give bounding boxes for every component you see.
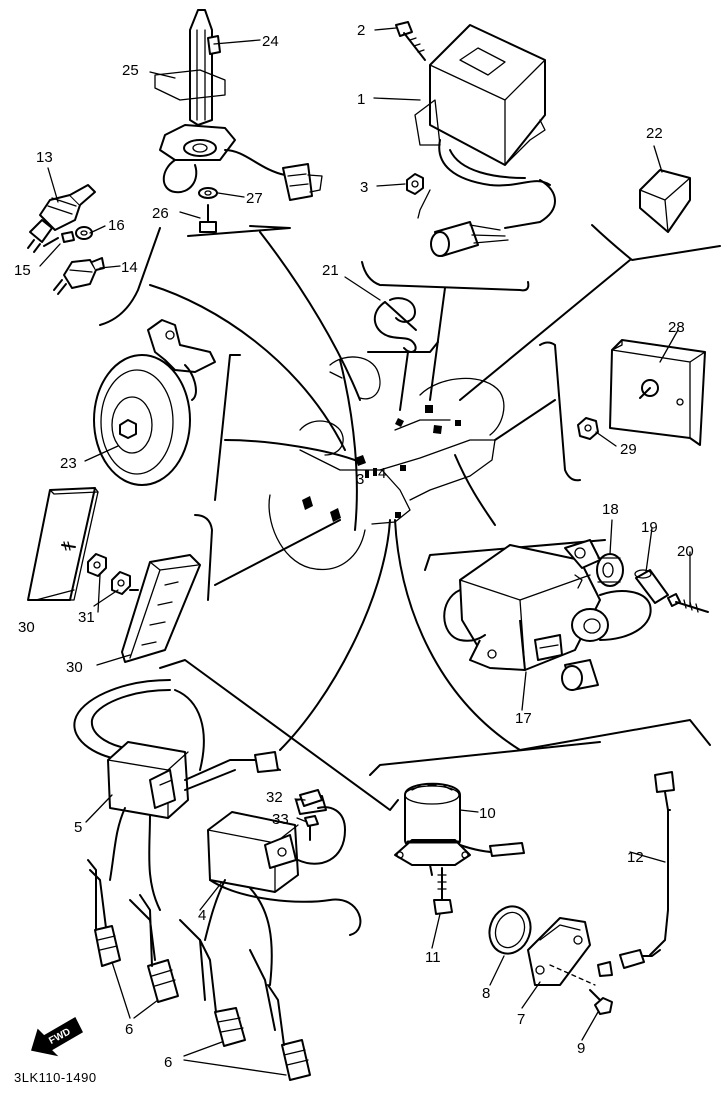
callout-25: 25 bbox=[122, 62, 139, 79]
thermo-unit bbox=[154, 9, 323, 201]
nut-icon bbox=[406, 173, 424, 195]
callout-27: 27 bbox=[246, 190, 263, 207]
callout-24: 24 bbox=[262, 33, 279, 50]
callout-numbers: 1 2 3 4 5 6 6 7 8 9 10 11 12 13 14 15 16… bbox=[14, 22, 694, 1085]
callout-23: 23 bbox=[60, 455, 77, 472]
bolt-icon bbox=[667, 593, 709, 613]
rubber-cap bbox=[639, 169, 691, 233]
sensor-lead bbox=[597, 771, 675, 977]
o-ring bbox=[488, 905, 532, 955]
callout-18: 18 bbox=[602, 501, 619, 518]
group-leader-lines bbox=[99, 224, 721, 811]
reflector bbox=[121, 554, 201, 663]
neutral-switch bbox=[53, 257, 105, 295]
callout-28: 28 bbox=[668, 319, 685, 336]
horn bbox=[93, 319, 216, 486]
callout-6b: 6 bbox=[164, 1054, 172, 1071]
callout-16: 16 bbox=[108, 217, 125, 234]
frame-label-4: 4 bbox=[378, 465, 386, 482]
callout-29: 29 bbox=[620, 441, 637, 458]
bolt-icon bbox=[433, 867, 453, 915]
drawing-code: 3LK110-1490 bbox=[14, 1070, 97, 1085]
callout-22: 22 bbox=[646, 125, 663, 142]
callout-19: 19 bbox=[641, 519, 658, 536]
plug-cap bbox=[139, 894, 179, 1003]
callout-33: 33 bbox=[272, 811, 289, 828]
ignition-coil-lower bbox=[207, 806, 362, 936]
reflector-bracket bbox=[27, 487, 99, 601]
callout-15: 15 bbox=[14, 262, 31, 279]
plug-cap bbox=[87, 859, 121, 967]
callout-20: 20 bbox=[677, 543, 694, 560]
callout-14: 14 bbox=[121, 259, 138, 276]
callout-9: 9 bbox=[577, 1040, 585, 1057]
callout-1: 1 bbox=[357, 91, 365, 108]
callout-2: 2 bbox=[357, 22, 365, 39]
nut-icon bbox=[577, 417, 599, 440]
callout-26: 26 bbox=[152, 205, 169, 222]
callout-12: 12 bbox=[627, 849, 644, 866]
collar bbox=[596, 553, 624, 587]
washer-icon bbox=[75, 226, 93, 240]
callout-3: 3 bbox=[360, 179, 368, 196]
callout-8: 8 bbox=[482, 985, 490, 1002]
forward-arrow: FWD bbox=[31, 1016, 83, 1057]
callout-7: 7 bbox=[517, 1011, 525, 1028]
callout-21: 21 bbox=[322, 262, 339, 279]
wire-clamp bbox=[373, 297, 417, 353]
screw-icon bbox=[395, 21, 426, 61]
nut-icon bbox=[111, 571, 131, 595]
callout-31: 31 bbox=[78, 609, 95, 626]
callout-32: 32 bbox=[266, 789, 283, 806]
plug-cap bbox=[199, 939, 246, 1047]
callout-5: 5 bbox=[74, 819, 82, 836]
cover bbox=[527, 917, 596, 986]
screw-icon bbox=[304, 815, 319, 841]
callout-13: 13 bbox=[36, 149, 53, 166]
callout-30b: 30 bbox=[66, 659, 83, 676]
callout-30a: 30 bbox=[18, 619, 35, 636]
clip bbox=[299, 789, 323, 807]
callout-11: 11 bbox=[425, 949, 441, 966]
cdi-unit bbox=[414, 24, 556, 257]
callout-6a: 6 bbox=[125, 1021, 133, 1038]
screw-icon bbox=[589, 989, 613, 1015]
plug-cap bbox=[267, 984, 311, 1081]
starter-relay bbox=[394, 782, 525, 876]
frame-silhouette bbox=[268, 356, 505, 570]
screw-icon bbox=[43, 231, 75, 247]
frame-label-3: 3 bbox=[356, 471, 364, 488]
nut-icon bbox=[87, 553, 107, 577]
thermo-switch bbox=[27, 184, 96, 253]
callout-17: 17 bbox=[515, 710, 532, 727]
sleeve bbox=[634, 569, 669, 604]
bolt-icon bbox=[199, 204, 217, 233]
callout-4: 4 bbox=[198, 907, 206, 924]
starter-motor bbox=[443, 539, 652, 691]
plate bbox=[609, 339, 706, 446]
callout-10: 10 bbox=[479, 805, 496, 822]
callout-leaders bbox=[35, 27, 691, 1076]
ignition-coil-upper bbox=[73, 679, 327, 819]
